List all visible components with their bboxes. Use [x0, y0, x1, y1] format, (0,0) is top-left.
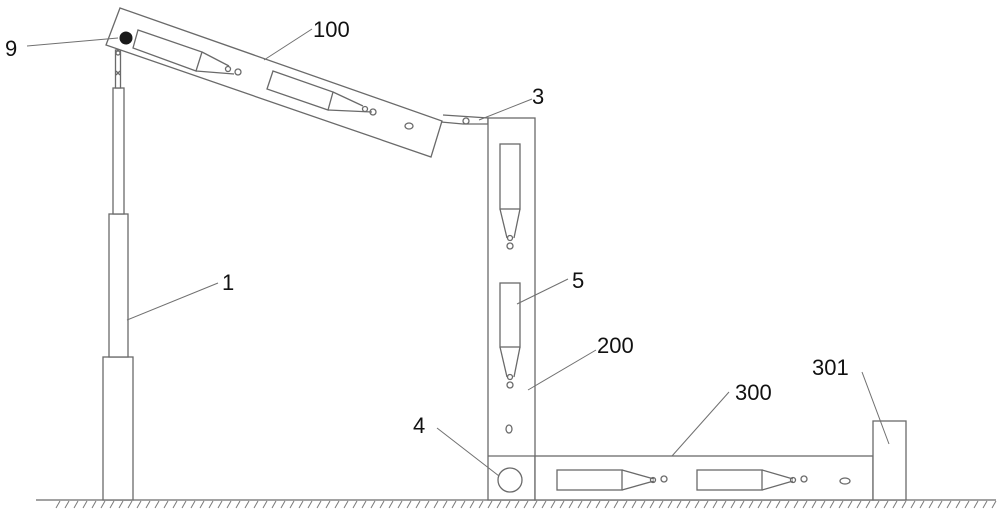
leader-9	[26, 37, 119, 47]
leader-3	[478, 98, 533, 121]
panel-200-actuator-5	[499, 282, 521, 389]
label-200: 200	[597, 333, 634, 358]
label-3: 3	[532, 84, 544, 109]
leader-301	[861, 371, 890, 445]
reference-labels: 9 100 3 1 5 200 4 300 301	[5, 17, 849, 438]
post-upper-section	[112, 87, 125, 215]
ground-hatching	[55, 500, 997, 509]
pivot-roller-4	[497, 467, 523, 493]
post-rod	[114, 49, 122, 89]
label-300: 300	[735, 380, 772, 405]
panel-300-actuator-2	[696, 469, 808, 491]
post-rod-mark	[115, 70, 121, 76]
panel-100-slot	[404, 122, 414, 130]
label-1: 1	[222, 270, 234, 295]
label-9: 9	[5, 36, 17, 61]
leader-5	[516, 278, 569, 305]
upper-panel-100	[105, 7, 443, 158]
pivot-dot-9	[119, 31, 133, 45]
label-5: 5	[572, 268, 584, 293]
panel-100-actuator-1	[132, 29, 242, 76]
leader-100	[263, 28, 313, 61]
post-base-section	[102, 356, 134, 501]
leader-300	[671, 391, 730, 457]
panel-300-slot	[839, 477, 851, 485]
panel-200-actuator-1	[499, 143, 521, 250]
leader-4	[436, 427, 500, 477]
base-panel-300	[534, 455, 874, 501]
leader-200	[527, 349, 597, 391]
post-middle-section	[108, 213, 129, 358]
panel-100-actuator-2	[266, 70, 377, 116]
end-stop-301	[872, 420, 907, 501]
leader-1	[126, 282, 219, 321]
label-100: 100	[313, 17, 350, 42]
post-top-pin	[115, 50, 121, 56]
panel-300-actuator-1	[556, 469, 668, 491]
leader-lines	[26, 28, 890, 477]
vertical-panel-200	[487, 117, 536, 501]
panel-200-slot	[505, 424, 513, 434]
telescopic-post	[102, 49, 134, 501]
label-301: 301	[812, 355, 849, 380]
label-4: 4	[413, 413, 425, 438]
ground	[36, 499, 997, 509]
